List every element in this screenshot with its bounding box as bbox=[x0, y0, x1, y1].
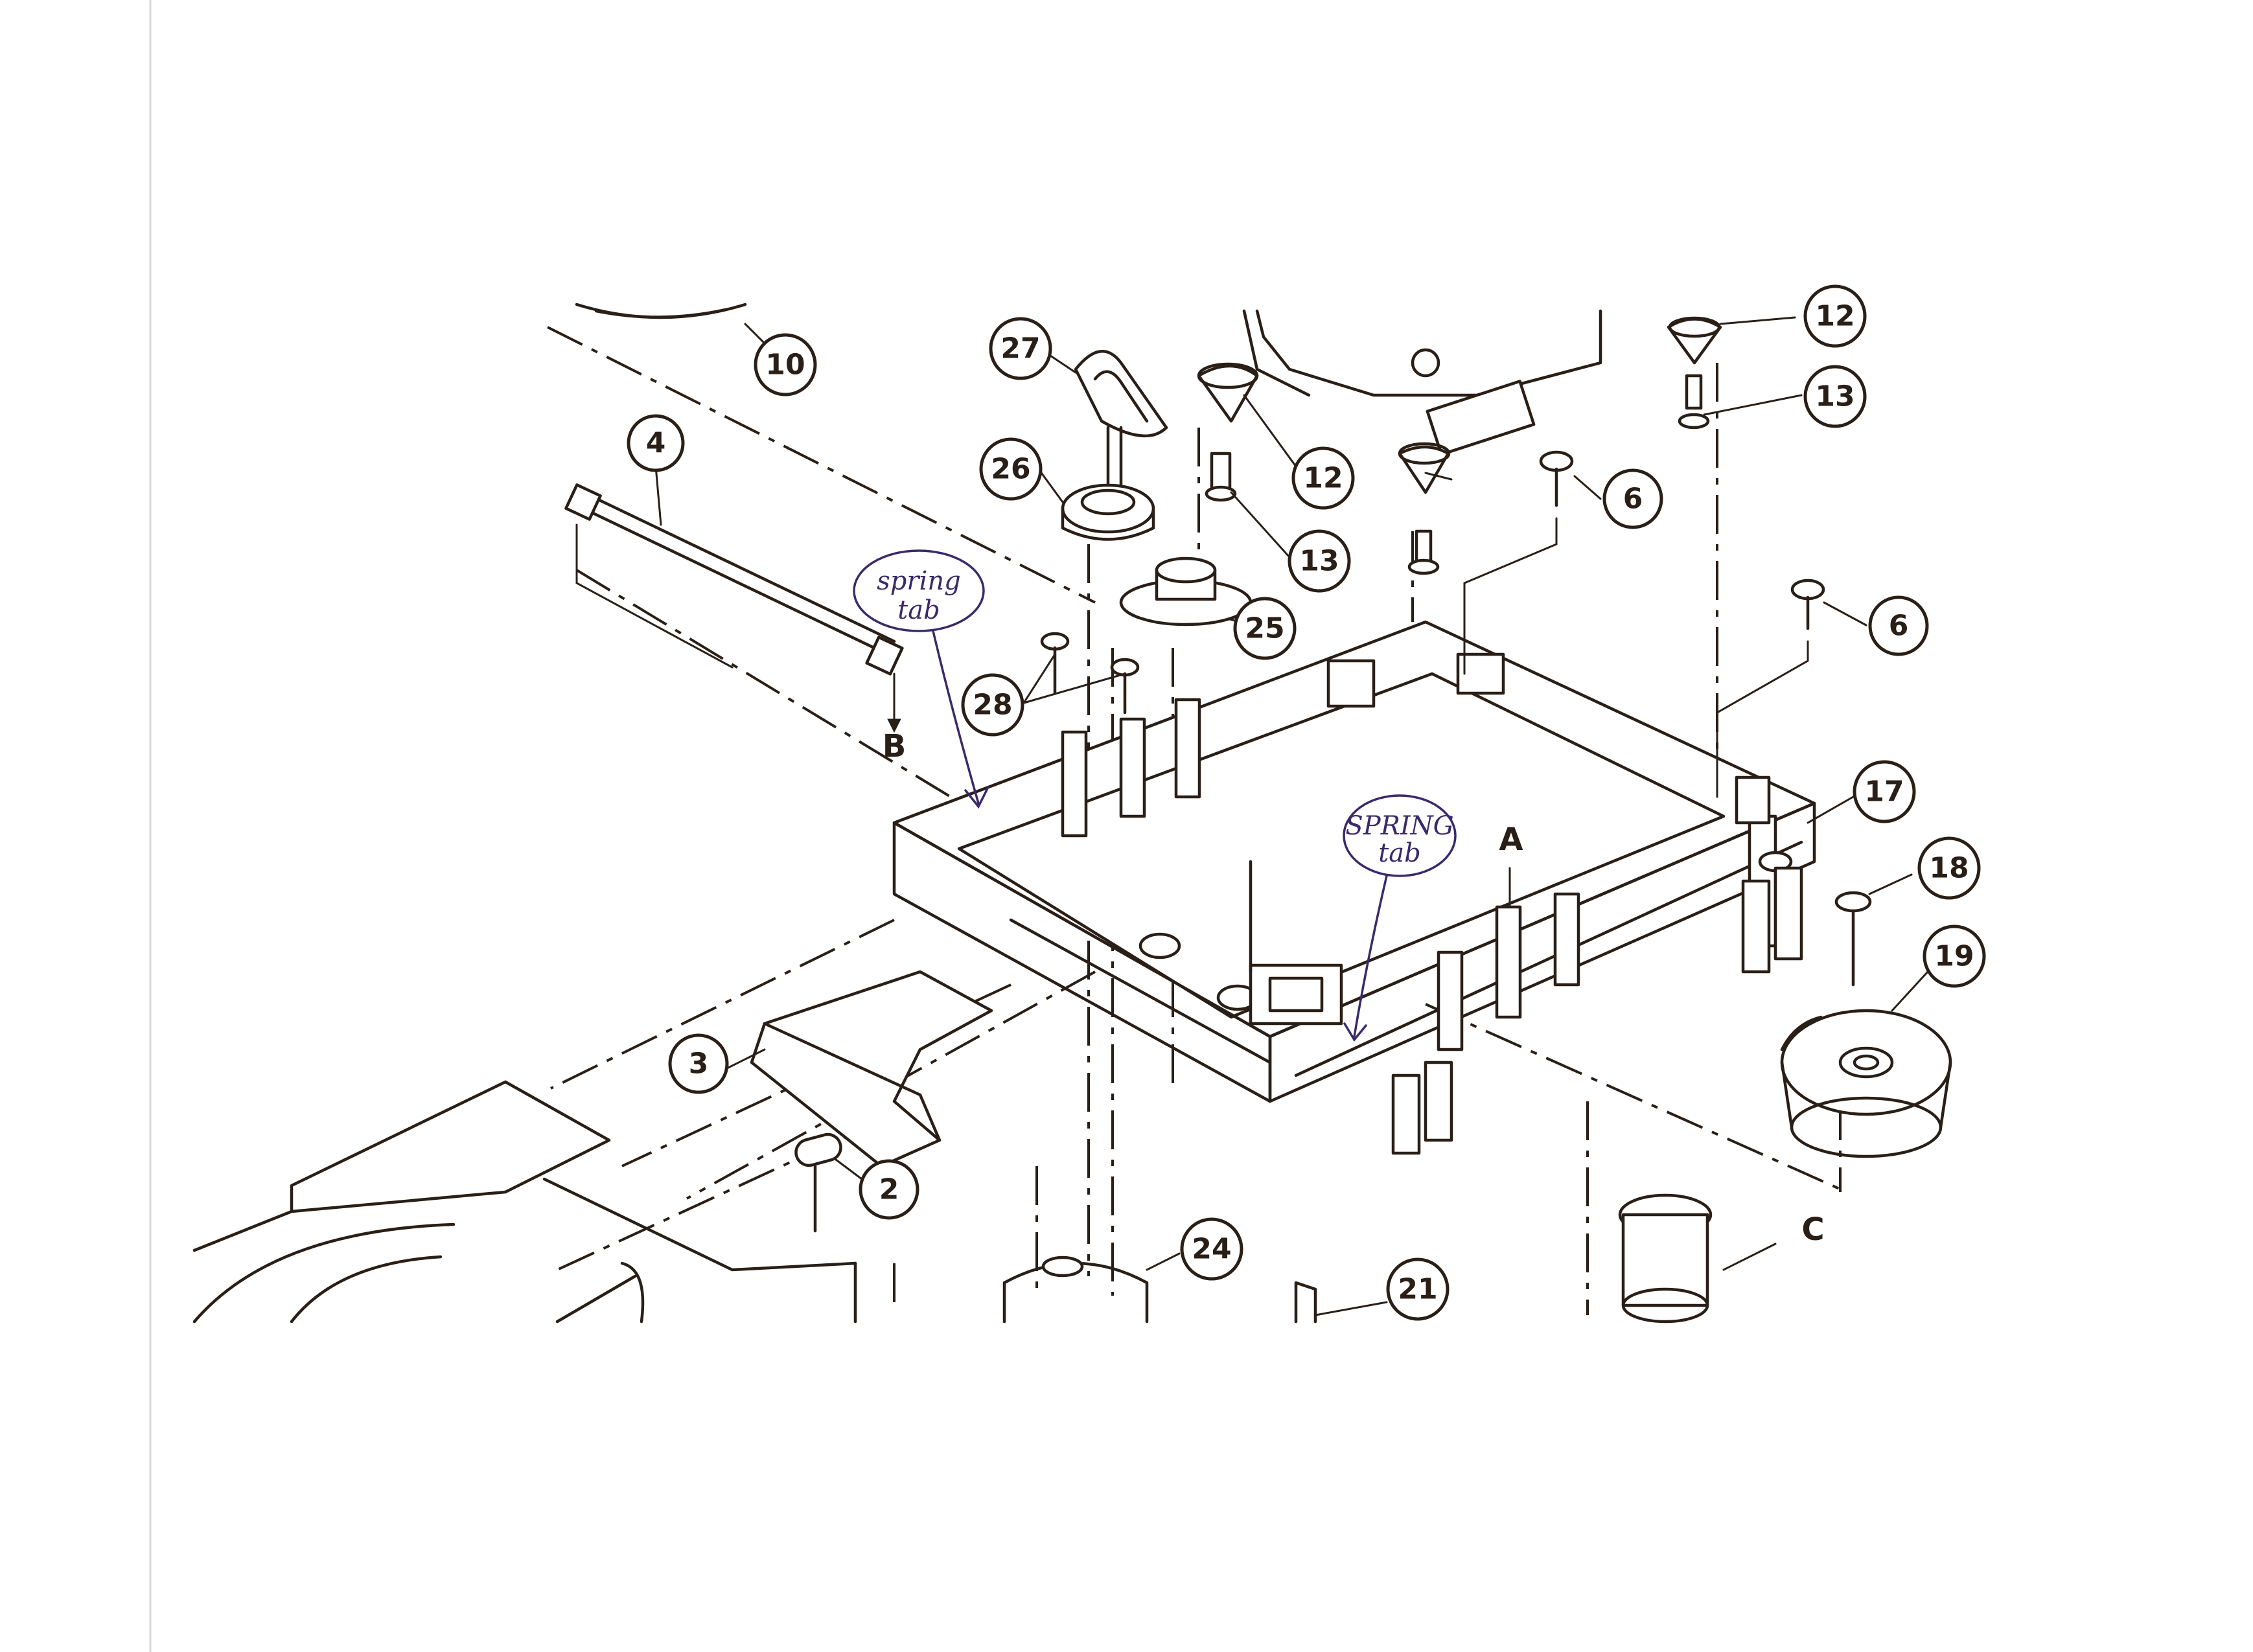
svg-text:25: 25 bbox=[1245, 612, 1284, 645]
callout-6-lower: 6 bbox=[1868, 595, 1929, 656]
cam-part-27 bbox=[1074, 350, 1168, 494]
gear-part-25 bbox=[1119, 556, 1253, 626]
callout-13-lower: 13 bbox=[1288, 529, 1351, 593]
svg-text:A: A bbox=[1499, 821, 1523, 858]
svg-text:17: 17 bbox=[1864, 775, 1904, 809]
spool-part-c bbox=[1618, 1193, 1713, 1324]
base-plate-lower bbox=[192, 1080, 857, 1324]
svg-text:13: 13 bbox=[1299, 545, 1339, 578]
svg-text:28: 28 bbox=[973, 689, 1012, 722]
reel-part-19 bbox=[1780, 1009, 1952, 1158]
callout-12-upper: 12 bbox=[1803, 284, 1867, 348]
callout-27: 27 bbox=[989, 317, 1052, 380]
svg-text:27: 27 bbox=[1000, 332, 1040, 365]
letter-marker-b: B bbox=[883, 728, 907, 764]
svg-text:3: 3 bbox=[689, 1048, 709, 1081]
screws-part-6 bbox=[1463, 450, 1825, 798]
chassis-frame-part-17 bbox=[892, 620, 1816, 1155]
callout-2: 2 bbox=[859, 1159, 919, 1220]
deck-assembly-top bbox=[1242, 309, 1602, 456]
callout-24: 24 bbox=[1180, 1217, 1243, 1281]
handwritten-note-spring-tab-right: SPRING tab bbox=[1343, 794, 1457, 1042]
bracket-part-21 bbox=[1294, 1281, 1317, 1324]
svg-text:tab: tab bbox=[897, 595, 940, 625]
rod-part-4 bbox=[564, 483, 904, 733]
callout-18: 18 bbox=[1917, 836, 1981, 900]
callout-17: 17 bbox=[1853, 760, 1916, 823]
motor-part-24 bbox=[1002, 1256, 1149, 1324]
svg-text:10: 10 bbox=[765, 349, 805, 382]
svg-text:13: 13 bbox=[1815, 380, 1854, 413]
pin-part-2 bbox=[794, 1132, 842, 1233]
svg-text:tab: tab bbox=[1378, 838, 1421, 868]
letter-marker-a: A bbox=[1499, 821, 1523, 858]
callout-25: 25 bbox=[1233, 597, 1297, 660]
guide-lines bbox=[547, 326, 1847, 1315]
svg-text:2: 2 bbox=[879, 1173, 899, 1206]
callout-19: 19 bbox=[1923, 924, 1986, 988]
svg-text:24: 24 bbox=[1192, 1233, 1231, 1266]
callout-10: 10 bbox=[754, 333, 817, 396]
handwritten-note-spring-tab-left: spring tab bbox=[853, 549, 989, 809]
callout-12-middle: 12 bbox=[1291, 446, 1355, 510]
screw-part-18 bbox=[1834, 891, 1872, 987]
svg-text:12: 12 bbox=[1303, 462, 1343, 495]
callout-13-upper: 13 bbox=[1803, 365, 1867, 428]
callout-21: 21 bbox=[1386, 1257, 1450, 1321]
svg-text:6: 6 bbox=[1623, 483, 1643, 516]
svg-text:12: 12 bbox=[1815, 300, 1854, 333]
callout-26: 26 bbox=[979, 437, 1043, 501]
bracket-part-3 bbox=[750, 970, 993, 1168]
svg-text:18: 18 bbox=[1929, 852, 1969, 885]
washer-part-26 bbox=[1061, 483, 1155, 541]
disk-part-10 bbox=[575, 303, 747, 319]
svg-text:SPRING: SPRING bbox=[1345, 811, 1453, 841]
svg-text:B: B bbox=[883, 728, 907, 764]
svg-text:4: 4 bbox=[646, 427, 666, 460]
cones-parts-12-13 bbox=[1197, 316, 1722, 575]
svg-text:C: C bbox=[1801, 1211, 1824, 1248]
svg-text:6: 6 bbox=[1889, 610, 1909, 643]
svg-text:26: 26 bbox=[991, 453, 1030, 486]
callout-6-upper: 6 bbox=[1602, 468, 1663, 529]
callout-4: 4 bbox=[627, 414, 685, 472]
svg-text:21: 21 bbox=[1398, 1273, 1437, 1306]
svg-text:spring: spring bbox=[877, 566, 960, 596]
callout-3: 3 bbox=[668, 1033, 729, 1094]
leader-lines bbox=[654, 316, 1929, 1316]
screws-part-28 bbox=[1040, 632, 1140, 715]
svg-text:19: 19 bbox=[1934, 940, 1974, 973]
letter-marker-c: C bbox=[1801, 1211, 1824, 1248]
callout-28: 28 bbox=[961, 673, 1024, 737]
